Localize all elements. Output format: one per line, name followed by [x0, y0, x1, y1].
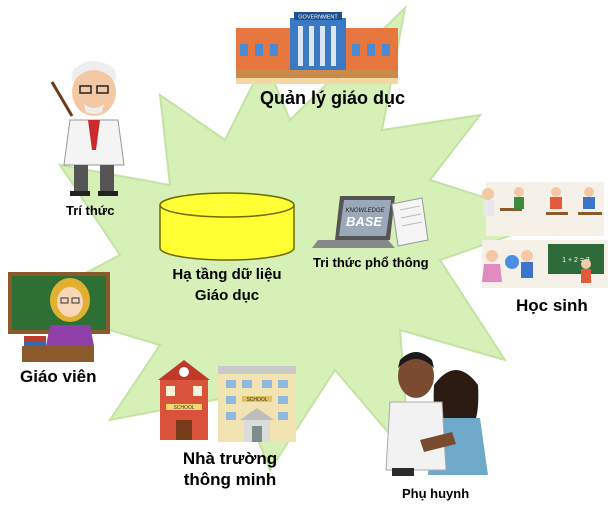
label-hoc-sinh: Học sinh [516, 296, 588, 315]
label-nha-truong-line2: thông minh [183, 470, 277, 489]
professor-icon [50, 61, 125, 196]
kb-line1: KNOWLEDGE [345, 208, 385, 214]
kb-line2: BASE [346, 214, 382, 229]
label-tri-thuc: Trí thức [66, 203, 115, 218]
label-core-line1: Hạ tầng dữ liệu [172, 266, 282, 283]
label-nha-truong-line1: Nhà trường [182, 449, 278, 468]
label-giao-vien: Giáo viên [20, 367, 97, 386]
database-icon [159, 192, 295, 261]
label-tri-thuc-pho-thong: Tri thức phổ thông [313, 255, 429, 270]
label-quan-ly-giao-duc: Quản lý giáo dục [260, 88, 406, 108]
school-sign-2: SCHOOL [246, 397, 267, 403]
label-core-line2: Giáo dục [194, 287, 260, 304]
smart-school-icon: SCHOOL SCHOOL [158, 360, 296, 442]
teacher-icon [8, 272, 110, 362]
government-sign-text: GOVERNMENT [298, 15, 338, 21]
label-phu-huynh: Phụ huynh [402, 486, 470, 501]
parents-icon [385, 352, 488, 476]
government-building-icon: GOVERNMENT [236, 12, 398, 84]
chalkboard-text: 1 + 2 = 3 [562, 257, 590, 264]
school-sign-1: SCHOOL [173, 405, 194, 411]
knowledge-base-laptop-icon: KNOWLEDGE BASE [312, 196, 429, 248]
classroom-icon: 1 + 2 = 3 [482, 182, 608, 288]
